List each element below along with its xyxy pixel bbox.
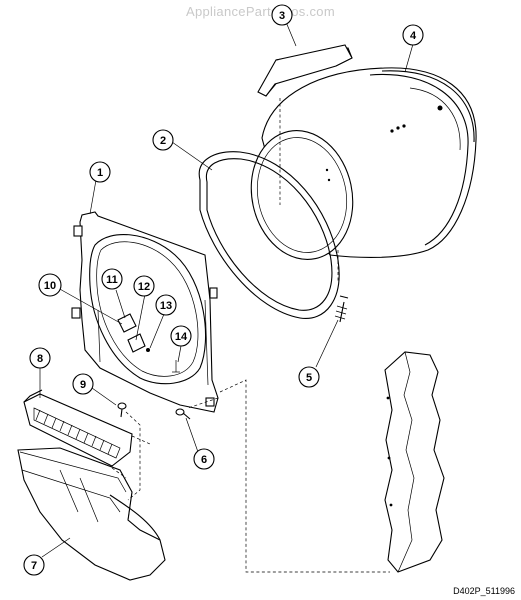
callout-12: 12	[133, 275, 155, 297]
callout-10: 10	[38, 273, 62, 297]
callout-4-label: 4	[410, 30, 417, 42]
callout-8: 8	[29, 347, 51, 369]
callout-14: 14	[170, 325, 192, 347]
callout-2: 2	[152, 129, 174, 151]
front-panel-part[interactable]	[71, 211, 219, 413]
screw-5-part[interactable]	[334, 295, 349, 323]
callout-11: 11	[101, 268, 123, 290]
callout-12-label: 12	[138, 281, 150, 293]
callout-2-label: 2	[160, 135, 166, 147]
rear-duct-panel-part[interactable]	[384, 351, 445, 573]
callout-7-label: 7	[31, 560, 37, 572]
callout-5: 5	[298, 366, 320, 388]
assembly-lines	[111, 379, 390, 573]
callout-9: 9	[72, 373, 94, 395]
drum-part[interactable]	[240, 67, 477, 282]
screw-6-part[interactable]	[175, 408, 191, 420]
callout-3-label: 3	[279, 10, 285, 22]
rear-seal-part[interactable]	[198, 151, 340, 319]
callout-3: 3	[271, 4, 293, 26]
drum-bracket-part[interactable]	[257, 44, 353, 97]
callout-7: 7	[23, 554, 45, 576]
callout-11-label: 11	[106, 274, 118, 286]
callout-1: 1	[89, 161, 111, 183]
callout-14-label: 14	[175, 331, 188, 343]
callout-1-label: 1	[97, 167, 103, 179]
callout-13: 13	[155, 294, 177, 316]
callout-10-label: 10	[44, 280, 56, 292]
callout-9-label: 9	[80, 379, 86, 391]
drawing-code: D402P_511996	[453, 586, 515, 596]
screw-9-part[interactable]	[117, 402, 127, 418]
callouts: 1 2 3 4 5 6 7 8 9 10 11 12 13 14	[23, 4, 424, 576]
callout-6: 6	[193, 448, 215, 470]
callout-4: 4	[402, 24, 424, 46]
callout-5-label: 5	[306, 372, 312, 384]
callout-6-label: 6	[201, 454, 207, 466]
lint-duct-part[interactable]	[17, 447, 166, 581]
watermark: AppliancePartsPros.com	[186, 4, 335, 19]
callout-13-label: 13	[160, 300, 172, 312]
leader-lines	[39, 21, 414, 558]
callout-8-label: 8	[37, 353, 43, 365]
